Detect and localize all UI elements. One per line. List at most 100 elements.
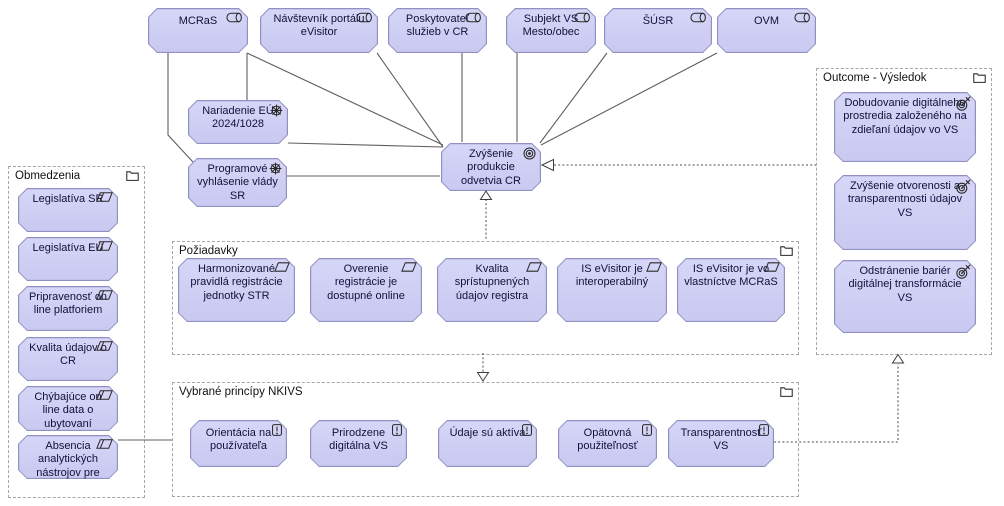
node-label: Transparentnosť VS [680,427,762,453]
arrowhead-up-goal [479,190,493,200]
line-mcras-programove [167,53,194,163]
constraint-chybajuce-data: Chýbajúce on line data o ubytovaní [18,386,118,431]
stakeholder-icon [574,12,591,23]
constraint-icon [96,390,113,400]
line-susr-goal [539,52,608,144]
node-label: IS eVisitor je interoperabilný [575,263,649,289]
folder-icon [780,246,793,256]
node-label: Orientácia na používateľa [205,427,272,453]
outcome-dobudovanie: Dobudovanie digitálneho prostredia založ… [834,92,976,162]
node-label: Subjekt VS Mesto/obec [522,13,580,39]
stakeholder-icon [465,12,482,23]
constraint-pripravenost: Pripravenosť on line platforiem [18,286,118,331]
group-title: Vybrané princípy NKIVS [179,386,303,398]
group-title: Požiadavky [179,245,238,257]
stakeholder-icon [226,12,243,23]
node-label: Odstránenie bariér digitálnej transformá… [848,265,962,304]
requirement-icon [401,262,417,272]
principle-icon [522,424,532,436]
node-label: Pripravenosť on line platforiem [28,291,108,317]
driver-nariadenie-eu: Nariadenie EÚ 2024/1028 [188,100,288,144]
constraint-icon [96,341,113,351]
constraint-icon [96,192,113,202]
outcome-icon [956,96,971,111]
line-navstevnik2-goal [376,52,444,148]
requirement-evisitor-interoperabilny: IS eVisitor je interoperabilný [557,258,667,322]
stakeholder-poskytovatel: Poskytovateľ služieb v CR [388,8,487,53]
constraint-legislativa-sr: Legislatíva SR [18,188,118,232]
requirement-icon [274,262,290,272]
node-label: Legislatíva SR [32,193,104,205]
node-label: Harmonizované pravidlá registrácie jedno… [190,263,283,302]
node-label: ŠÚSR [642,15,674,27]
arrowhead-left-goal [540,158,554,172]
principle-icon [272,424,282,436]
group-title: Outcome - Výsledok [823,72,927,84]
node-label: Poskytovateľ služieb v CR [405,13,470,39]
line-ovm-goal [540,52,718,146]
line-nariadenie-goal [287,142,444,148]
principle-icon [392,424,402,436]
folder-icon [973,73,986,83]
principle-icon [759,424,769,436]
node-label: Návštevník portálu eVisitor [273,13,365,39]
node-label: MCRaS [178,15,218,27]
constraint-kvalita-udajov: Kvalita údajov o CR [18,337,118,381]
node-label: Zvýšenie produkcie odvetvia CR [461,148,521,187]
constraint-absencia-nastrojov: Absencia analytických nástrojov pre [18,435,118,479]
driver-icon [270,104,283,117]
node-label: Overenie registrácie je dostupné online [327,263,405,302]
stakeholder-icon [690,12,707,23]
stakeholder-subjekt-vs: Subjekt VS Mesto/obec [506,8,596,53]
stakeholder-mcras: MCRaS [148,8,248,53]
arrowhead-up-outcome [891,353,905,364]
driver-programove-vyhlasenie: Programové vyhlásenie vlády SR [188,158,287,207]
requirement-harmonizovane-pravidla: Harmonizované pravidlá registrácie jedno… [178,258,295,322]
stakeholder-ovm: OVM [717,8,816,53]
stakeholder-icon [794,12,811,23]
requirement-evisitor-vlastnictvo: IS eVisitor je vo vlastníctve MCRaS [677,258,785,322]
node-label: Chýbajúce on line data o ubytovaní [34,391,102,430]
node-label: Zvýšenie otvorenosti a transparentnosti … [847,180,963,219]
principle-opatovna-pouzitelnost: Opätovná použiteľnosť [558,420,657,467]
node-label: IS eVisitor je vo vlastníctve MCRaS [684,263,778,289]
requirement-icon [764,262,780,272]
stakeholder-icon [356,12,373,23]
node-label: Údaje sú aktíva [449,427,526,439]
group-title: Obmedzenia [15,170,81,182]
principle-prirodzene-digitalna: Prirodzene digitálna VS [310,420,407,467]
outcome-icon [956,264,971,279]
driver-icon [269,162,282,175]
node-label: Kvalita sprístupnených údajov registra [454,263,530,302]
goal-icon [523,147,536,160]
arrowhead-down-principy [476,372,490,382]
node-label: Programové vyhlásenie vlády SR [197,163,278,202]
outcome-zvysenie-otvorenosti: Zvýšenie otvorenosti a transparentnosti … [834,175,976,250]
node-label: Legislatíva EÚ [32,242,104,254]
node-label: Dobudovanie digitálneho prostredia založ… [843,97,967,136]
constraint-icon [96,439,113,449]
outcome-odstranenie-barier: Odstránenie bariér digitálnej transformá… [834,260,976,333]
node-label: Prirodzene digitálna VS [329,427,388,453]
node-label: Absencia analytických nástrojov pre [36,440,100,479]
stakeholder-susr: ŠÚSR [604,8,712,53]
principle-transparentnost: Transparentnosť VS [668,420,774,467]
folder-icon [780,387,793,397]
stakeholder-navstevnik: Návštevník portálu eVisitor [260,8,378,53]
requirement-icon [646,262,662,272]
principle-udaje-su-aktiva: Údaje sú aktíva [438,420,537,467]
goal-zvysenie-produkcie: Zvýšenie produkcie odvetvia CR [441,143,541,191]
outcome-icon [956,179,971,194]
requirement-kvalita-udajov: Kvalita sprístupnených údajov registra [437,258,547,322]
principle-orientacia: Orientácia na používateľa [190,420,287,467]
constraint-legislativa-eu: Legislatíva EÚ [18,237,118,281]
constraint-icon [96,290,113,300]
requirement-icon [526,262,542,272]
node-label: Kvalita údajov o CR [29,342,107,368]
requirement-overenie-registracie: Overenie registrácie je dostupné online [310,258,422,322]
node-label: OVM [753,15,780,27]
folder-icon [126,171,139,181]
constraint-icon [96,241,113,251]
principle-icon [642,424,652,436]
